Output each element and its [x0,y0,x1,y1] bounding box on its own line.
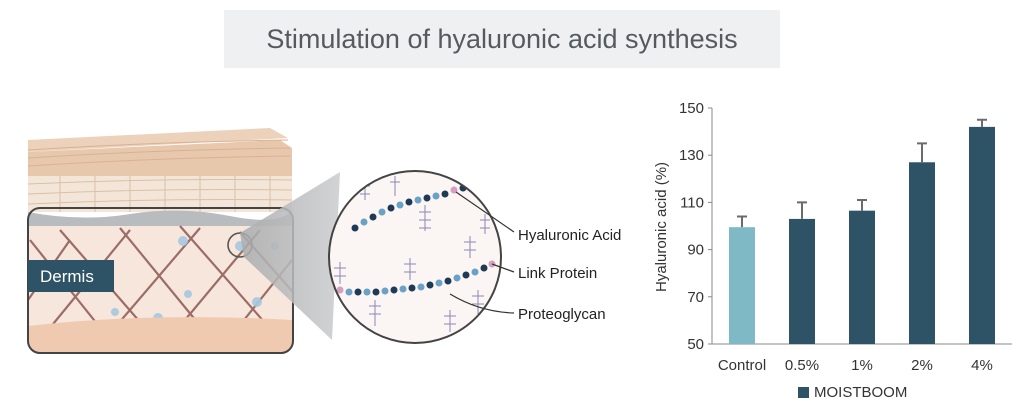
y-axis-label: Hyaluronic acid (%) [653,162,670,292]
error-bar [737,215,747,228]
y-tick-label: 110 [680,194,704,211]
bars [729,118,995,344]
x-tick-label: 4% [971,357,993,374]
bar [789,218,815,344]
x-tick-label: 2% [911,357,933,374]
callout-link-protein: Link Protein [518,265,597,282]
callout-hyaluronic-acid: Hyaluronic Acid [518,227,621,244]
error-bar [857,199,867,211]
error-bar [977,118,987,127]
legend: MOISTBOOM [798,384,907,401]
zoom-circle [328,170,502,344]
x-axis-ticks: Control 0.5% 1% 2% 4% [718,357,993,374]
bar [849,210,875,344]
error-bar [797,201,807,219]
callouts: Hyaluronic Acid Link Protein Proteoglyca… [449,191,621,323]
y-tick-label: 130 [679,147,704,164]
legend-label: MOISTBOOM [814,384,907,401]
bar-chart: 50 70 90 110 130 150 Control 0.5% 1% 2% 4% Hyalur… [653,100,1012,401]
bar [969,126,995,344]
dermis-label-box: Dermis [28,260,114,292]
zoom-cone [240,172,340,340]
y-axis-ticks: 50 70 90 110 130 150 [679,100,712,353]
x-tick-label: 0.5% [785,357,819,374]
title-banner: Stimulation of hyaluronic acid synthesis [224,10,780,68]
y-tick-label: 70 [687,289,704,306]
y-tick-label: 90 [687,242,704,259]
callout-proteoglycan: Proteoglycan [518,306,606,323]
page-title: Stimulation of hyaluronic acid synthesis [266,23,738,54]
x-tick-label: Control [718,357,766,374]
y-tick-label: 150 [679,100,704,117]
bar [729,227,755,344]
skin-illustration [27,128,294,354]
legend-swatch [798,387,809,398]
x-tick-label: 1% [851,357,873,374]
bar [909,162,935,344]
y-tick-label: 50 [687,336,704,353]
error-bar [917,142,927,163]
dermis-label: Dermis [40,267,94,286]
